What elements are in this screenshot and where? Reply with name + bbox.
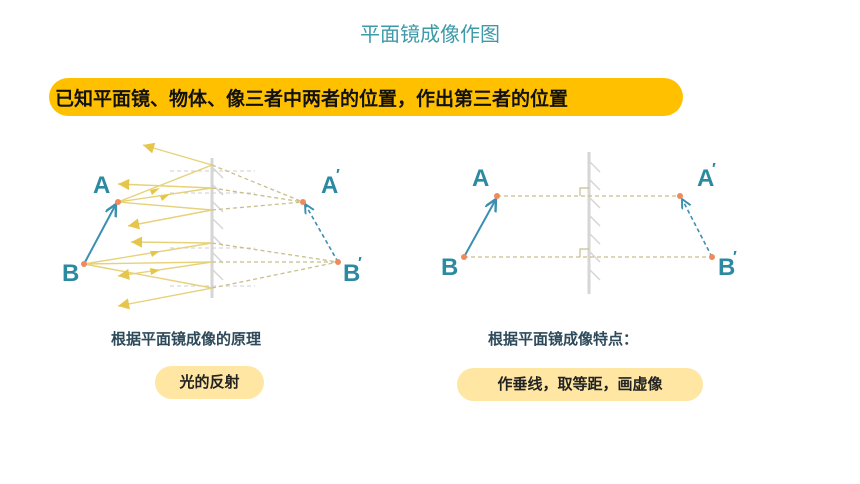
right-diagram: A B A B ′ ′: [441, 152, 737, 294]
left-point-A: [115, 199, 121, 205]
right-pill: 作垂线，取等距，画虚像: [457, 368, 703, 401]
left-object-arrow: [83, 204, 116, 265]
right-point-B: [461, 254, 467, 260]
right-label-A-prime: A: [697, 165, 714, 192]
left-point-B-prime: [335, 259, 341, 265]
right-point-A-prime: [677, 193, 683, 199]
right-prime-mark-B: ′: [733, 249, 737, 266]
right-label-B-prime: B: [718, 254, 735, 281]
page-title: 平面镜成像作图: [360, 22, 500, 46]
left-virtual-rays: [211, 164, 339, 289]
left-label-A: A: [93, 172, 110, 199]
left-label-A-prime: A: [321, 172, 338, 199]
left-image-arrow: [305, 204, 339, 263]
right-mirror: [587, 152, 601, 294]
task-banner-text: 已知平面镜、物体、像三者中两者的位置，作出第三者的位置: [55, 88, 569, 110]
left-diagram: A B A B ′ ′: [62, 142, 362, 310]
right-image-arrow: [682, 199, 713, 258]
left-ray-arrowheads: [150, 188, 170, 275]
right-angle-marks: [579, 187, 589, 257]
right-label-B: B: [441, 254, 458, 281]
left-label-B: B: [62, 260, 79, 287]
left-prime-mark-A: ′: [336, 167, 340, 184]
left-mirror: [210, 158, 224, 298]
left-label-B-prime: B: [343, 260, 360, 287]
left-point-A-prime: [300, 199, 306, 205]
left-rays-from-B: [83, 242, 213, 289]
left-point-B: [81, 261, 87, 267]
left-prime-mark-B: ′: [358, 255, 362, 272]
left-reflected-rays: [117, 142, 213, 310]
right-object-arrow: [463, 199, 496, 258]
task-banner: 已知平面镜、物体、像三者中两者的位置，作出第三者的位置: [49, 78, 683, 116]
right-perpendiculars: [464, 195, 712, 258]
right-point-A: [494, 193, 500, 199]
left-pill: 光的反射: [155, 366, 264, 399]
right-prime-mark-A: ′: [712, 161, 716, 178]
right-label-A: A: [472, 165, 489, 192]
right-point-B-prime: [709, 254, 715, 260]
right-caption: 根据平面镜成像特点：: [488, 330, 639, 348]
left-caption: 根据平面镜成像的原理: [111, 330, 262, 348]
